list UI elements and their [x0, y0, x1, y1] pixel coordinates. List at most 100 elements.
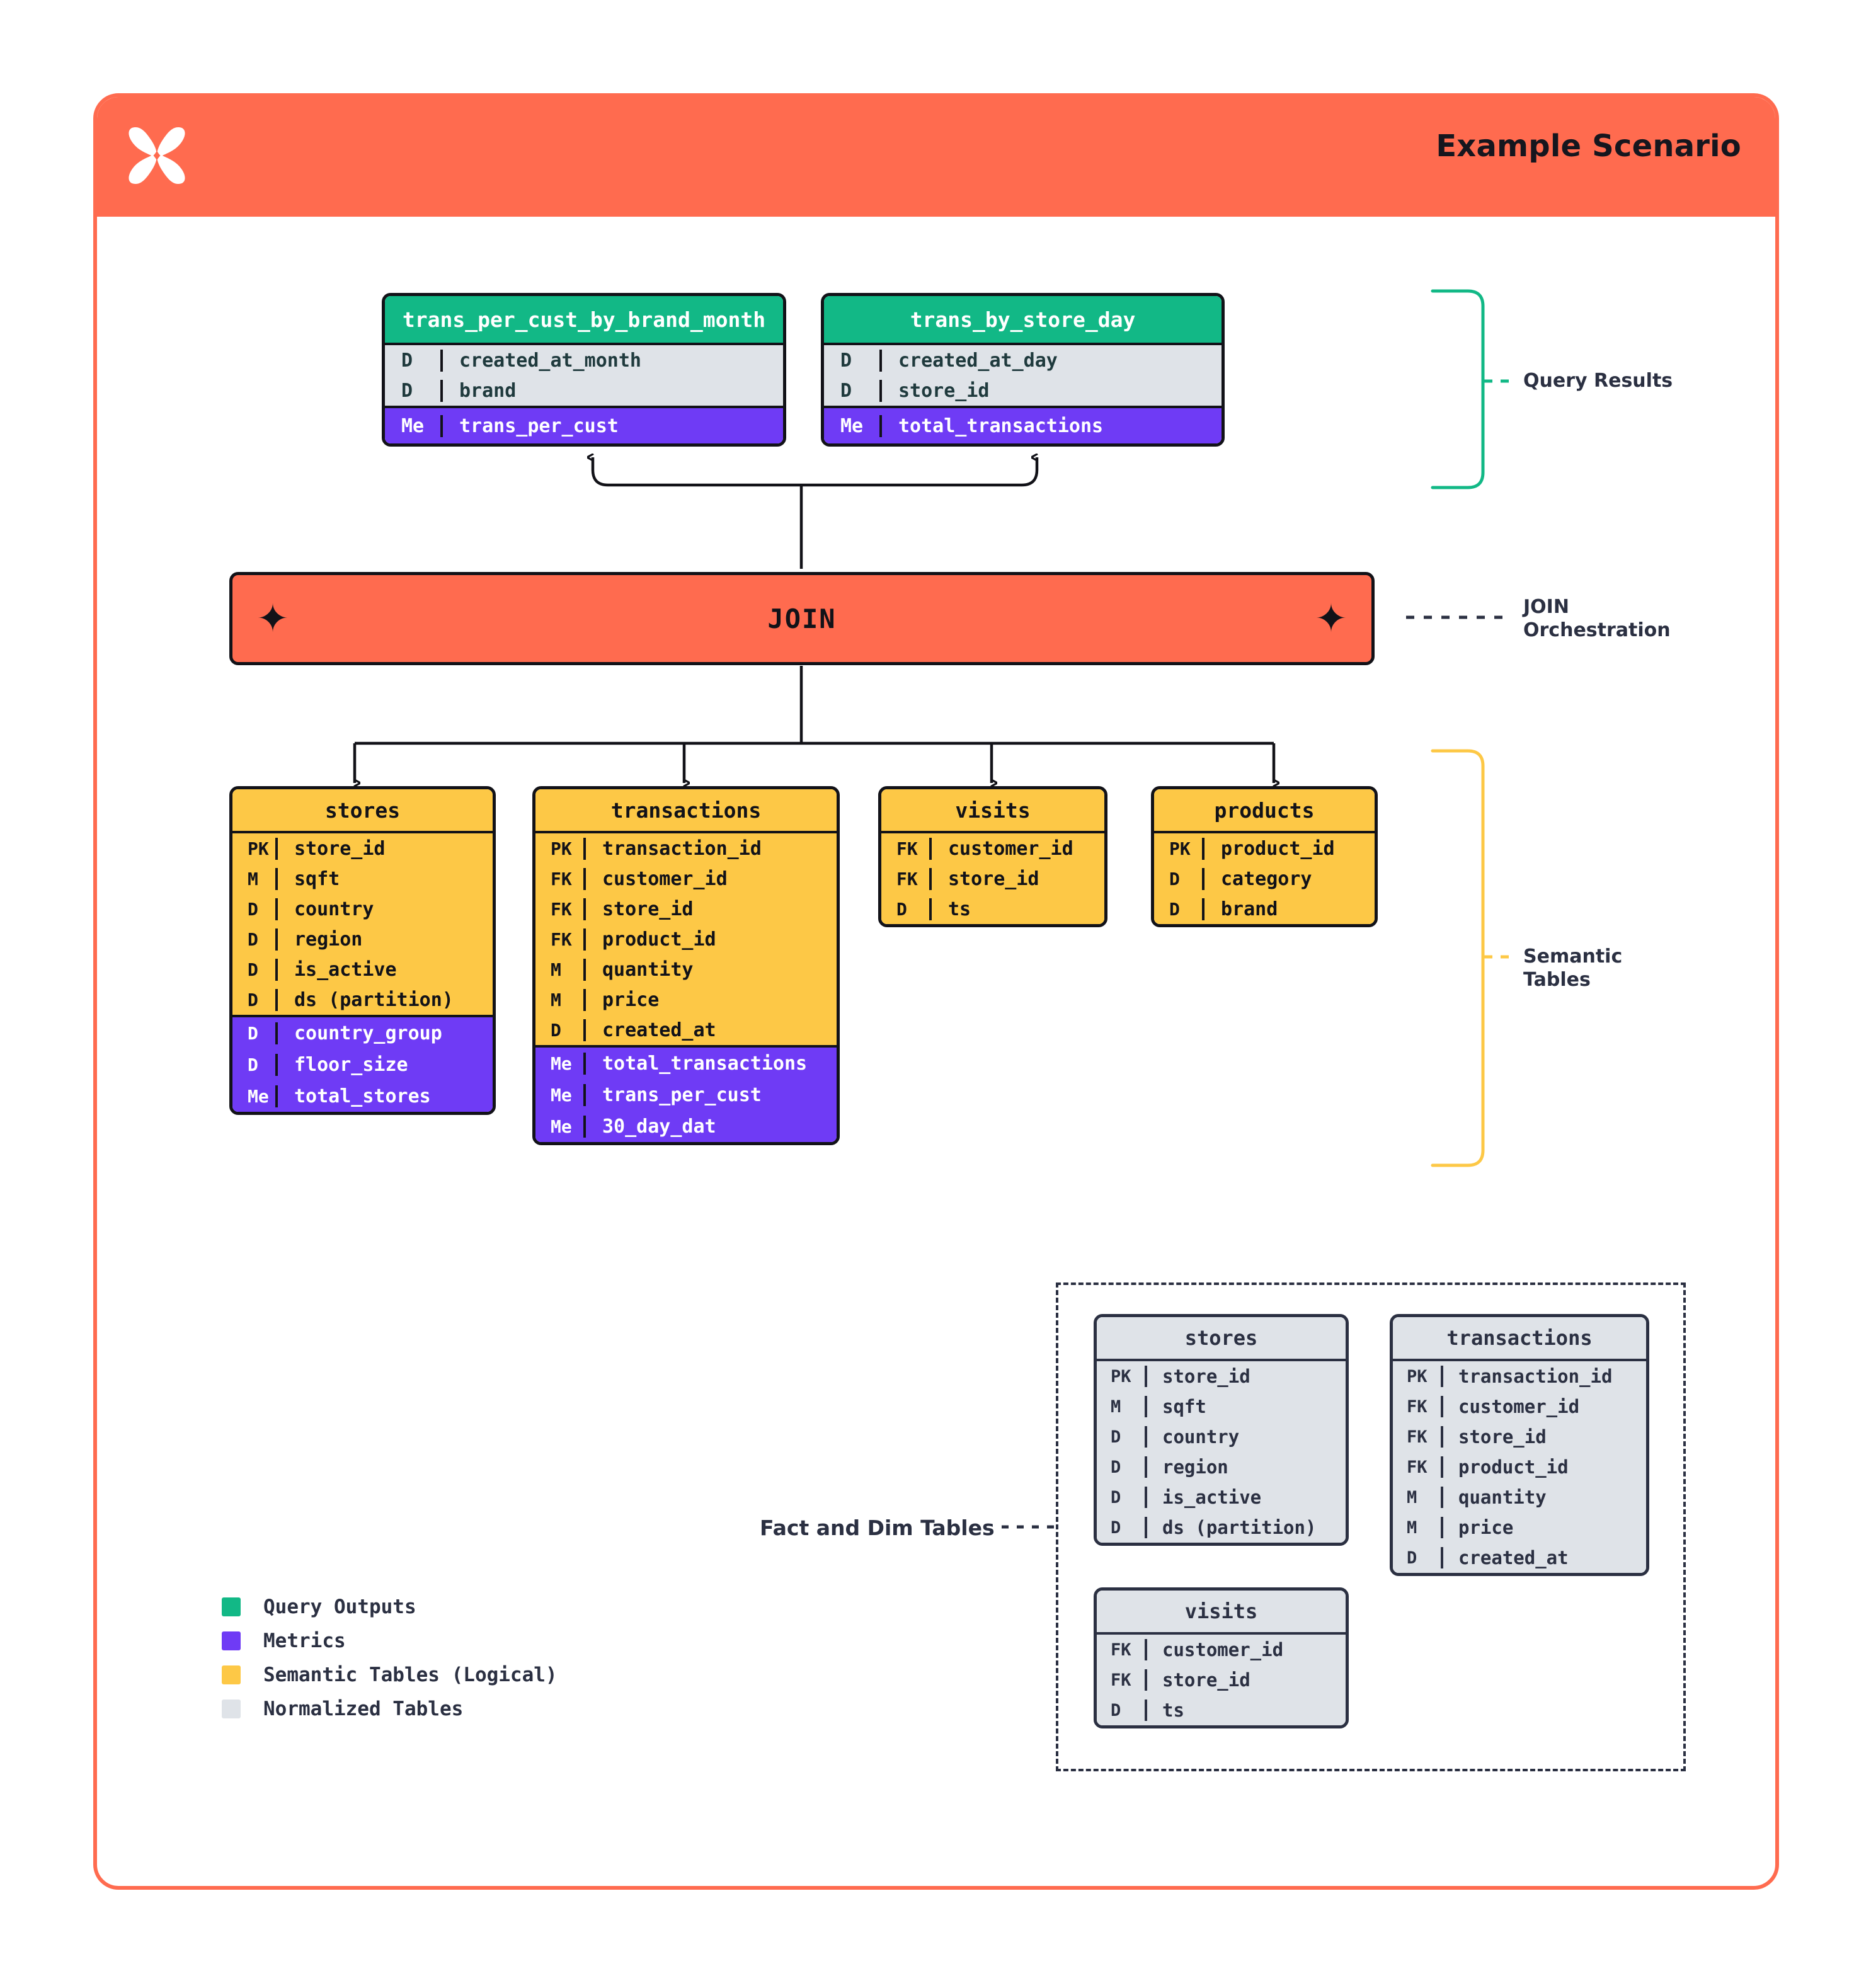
row-field: created_at	[583, 1019, 837, 1041]
legend-item: Query Outputs	[222, 1590, 558, 1624]
table-row: FK store_id	[1393, 1422, 1646, 1452]
table-row: Me 30_day_dat	[535, 1111, 837, 1142]
table-row: D country	[232, 894, 493, 924]
annotation-query-results: Query Results	[1523, 370, 1673, 392]
row-key: D	[248, 1054, 258, 1075]
table-row: D country	[1097, 1422, 1346, 1452]
row-field: is_active	[275, 958, 493, 981]
row-field: brand	[440, 379, 783, 402]
row-field: store_id	[275, 837, 493, 860]
row-key: M	[1407, 1517, 1417, 1538]
normalized-table-transactions[interactable]: transactions PK transaction_id FK custom…	[1390, 1314, 1649, 1576]
annotation-fact-and-dim-tables: Fact and Dim Tables	[760, 1516, 995, 1540]
semantic-table-transactions[interactable]: transactions PK transaction_id FK custom…	[532, 786, 840, 1145]
table-row: FK customer_id	[1393, 1391, 1646, 1422]
row-field: quantity	[1441, 1487, 1646, 1508]
row-field: total_transactions	[879, 414, 1222, 437]
table-row: D region	[1097, 1452, 1346, 1482]
row-field: sqft	[1145, 1396, 1346, 1417]
row-key: FK	[1407, 1397, 1428, 1417]
table-row: FK store_id	[881, 864, 1104, 894]
table-dimensions: D created_at_month D brand	[385, 343, 783, 406]
table-dimensions: PK product_id D category D brand	[1154, 831, 1375, 924]
row-key: FK	[551, 868, 572, 889]
row-field: is_active	[1145, 1487, 1346, 1508]
row-field: region	[275, 928, 493, 951]
table-row: D store_id	[824, 375, 1222, 406]
table-row: M price	[1393, 1512, 1646, 1543]
row-key: M	[248, 868, 258, 889]
row-field: created_at_day	[879, 349, 1222, 372]
table-dimensions: FK customer_id FK store_id D ts	[881, 831, 1104, 924]
row-key: PK	[248, 838, 269, 859]
row-field: customer_id	[929, 837, 1104, 860]
row-field: region	[1145, 1456, 1346, 1478]
table-row: D ts	[1097, 1695, 1346, 1725]
table-row: D country_group	[232, 1017, 493, 1049]
table-metrics: Me total_transactions	[824, 406, 1222, 443]
join-orchestration-bar[interactable]: ✦ JOIN ✦	[229, 572, 1375, 665]
row-key: D	[401, 379, 413, 402]
table-row: D is_active	[232, 954, 493, 985]
table-row: Me trans_per_cust	[535, 1079, 837, 1111]
row-field: price	[1441, 1517, 1646, 1538]
row-field: total_stores	[275, 1085, 493, 1107]
sparkle-icon: ✦	[1315, 595, 1347, 641]
row-field: store_id	[583, 898, 837, 920]
table-row: FK store_id	[535, 894, 837, 924]
table-dimensions: PK store_id M sqft D country D region D …	[232, 831, 493, 1015]
table-row: D brand	[385, 375, 783, 406]
join-label: JOIN	[767, 603, 837, 634]
table-row: PK store_id	[1097, 1361, 1346, 1391]
row-field: ts	[1145, 1700, 1346, 1721]
row-key: D	[1111, 1517, 1121, 1538]
fact-dim-group	[1056, 1282, 1686, 1771]
table-row: D ds (partition)	[1097, 1512, 1346, 1543]
semantic-table-visits[interactable]: visits FK customer_id FK store_id D ts	[878, 786, 1107, 927]
table-row: FK customer_id	[881, 833, 1104, 864]
row-key: D	[1169, 868, 1180, 889]
row-key: Me	[551, 1084, 572, 1105]
semantic-table-products[interactable]: products PK product_id D category D bran…	[1151, 786, 1378, 927]
x-logo-icon	[129, 127, 185, 184]
row-key: Me	[551, 1053, 572, 1074]
table-row: PK transaction_id	[535, 833, 837, 864]
row-key: Me	[248, 1085, 269, 1107]
row-field: product_id	[583, 928, 837, 951]
row-key: PK	[1111, 1366, 1131, 1386]
table-row: Me total_transactions	[824, 408, 1222, 443]
normalized-table-visits[interactable]: visits FK customer_id FK store_id D ts	[1094, 1587, 1349, 1728]
row-field: trans_per_cust	[583, 1083, 837, 1106]
row-key: FK	[551, 928, 572, 950]
row-key: D	[248, 959, 258, 980]
row-field: store_id	[929, 867, 1104, 890]
legend-item: Semantic Tables (Logical)	[222, 1658, 558, 1692]
table-row: D ts	[881, 894, 1104, 924]
row-key: D	[840, 379, 852, 402]
legend-swatch-semantic-tables	[222, 1665, 241, 1684]
row-key: D	[248, 989, 258, 1010]
table-row: D ds (partition)	[232, 985, 493, 1015]
row-field: country_group	[275, 1022, 493, 1044]
row-field: product_id	[1202, 837, 1375, 860]
row-key: D	[1111, 1700, 1121, 1720]
normalized-table-stores[interactable]: stores PK store_id M sqft D country D re…	[1094, 1314, 1349, 1546]
legend-swatch-normalized-tables	[222, 1700, 241, 1718]
row-field: store_id	[879, 379, 1222, 402]
table-title: visits	[1097, 1591, 1346, 1632]
table-title: transactions	[535, 789, 837, 831]
query-result-table[interactable]: trans_by_store_day D created_at_day D st…	[821, 293, 1225, 447]
row-field: customer_id	[1441, 1396, 1646, 1417]
table-title: trans_by_store_day	[824, 296, 1222, 343]
table-title: trans_per_cust_by_brand_month	[385, 296, 783, 343]
row-field: brand	[1202, 898, 1375, 920]
row-key: FK	[1111, 1640, 1131, 1660]
row-key: M	[551, 959, 561, 980]
row-key: Me	[551, 1116, 572, 1137]
semantic-table-stores[interactable]: stores PK store_id M sqft D country D re…	[229, 786, 496, 1115]
row-field: transaction_id	[583, 837, 837, 860]
row-field: created_at	[1441, 1547, 1646, 1568]
row-key: D	[1407, 1548, 1417, 1568]
query-result-table[interactable]: trans_per_cust_by_brand_month D created_…	[382, 293, 786, 447]
row-key: FK	[896, 838, 918, 859]
